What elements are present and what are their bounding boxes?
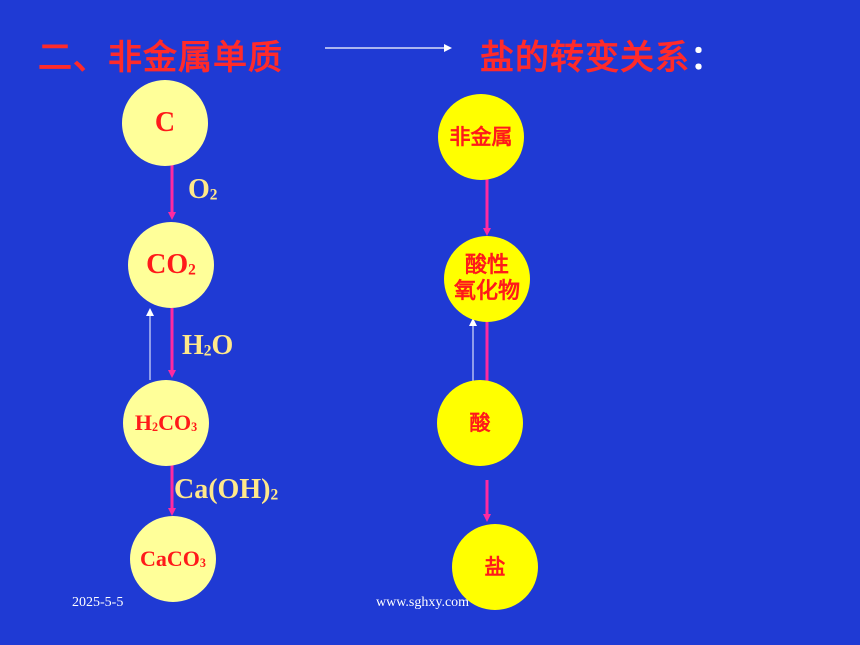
node-h2co3-sub2: 3 bbox=[191, 420, 198, 435]
node-acid: 酸 bbox=[437, 380, 523, 466]
node-co2: CO2 bbox=[128, 222, 214, 308]
node-h2co3-co: CO bbox=[158, 410, 192, 435]
node-caco3-main: CaCO bbox=[140, 546, 200, 571]
reagent-o2-sub: 2 bbox=[209, 186, 218, 204]
reagent-caoh2-sub: 2 bbox=[270, 486, 279, 504]
reagent-o2: O2 bbox=[188, 174, 217, 206]
reagent-o2-main: O bbox=[188, 174, 210, 205]
node-salt-label: 盐 bbox=[484, 555, 506, 579]
node-co2-sub: 2 bbox=[188, 261, 196, 279]
reagent-caoh2: Ca(OH)2 bbox=[174, 474, 278, 506]
node-acidic-oxide: 酸性 氧化物 bbox=[444, 236, 530, 322]
node-h2co3-label: H2CO3 bbox=[135, 410, 197, 436]
node-co2-main: CO bbox=[146, 249, 189, 280]
node-salt: 盐 bbox=[452, 524, 538, 610]
node-c-label: C bbox=[154, 107, 176, 138]
node-caco3-label: CaCO3 bbox=[140, 546, 206, 572]
node-c: C bbox=[122, 80, 208, 166]
footer-site: www.sghxy.com bbox=[376, 595, 470, 610]
node-h2co3-h: H bbox=[134, 410, 153, 435]
node-acid-label: 酸 bbox=[469, 411, 491, 435]
node-h2co3-sub1: 2 bbox=[152, 420, 159, 435]
node-h2co3: H2CO3 bbox=[123, 380, 209, 466]
reagent-caoh2-main: Ca(OH) bbox=[174, 474, 271, 505]
title-colon: ： bbox=[690, 38, 725, 78]
node-acidic-oxide-line1: 酸性 bbox=[464, 253, 509, 278]
node-nonmetal-label: 非金属 bbox=[449, 125, 513, 149]
node-caco3: CaCO3 bbox=[130, 516, 216, 602]
node-co2-label: CO2 bbox=[146, 249, 196, 281]
reagent-h2o-o: O bbox=[211, 330, 234, 361]
title-right-text: 盐的转变关系 bbox=[480, 38, 690, 78]
reagent-h2o-h: H bbox=[182, 330, 204, 361]
node-nonmetal: 非金属 bbox=[438, 94, 524, 180]
title-right: 盐的转变关系： bbox=[480, 30, 725, 79]
node-acidic-oxide-line2: 氧化物 bbox=[453, 279, 520, 304]
title-left: 二、非金属单质 bbox=[38, 38, 283, 78]
reagent-h2o: H2O bbox=[182, 330, 233, 362]
reagent-h2o-sub: 2 bbox=[203, 342, 212, 360]
footer-date: 2025-5-5 bbox=[72, 595, 124, 610]
node-caco3-sub: 3 bbox=[199, 556, 206, 571]
